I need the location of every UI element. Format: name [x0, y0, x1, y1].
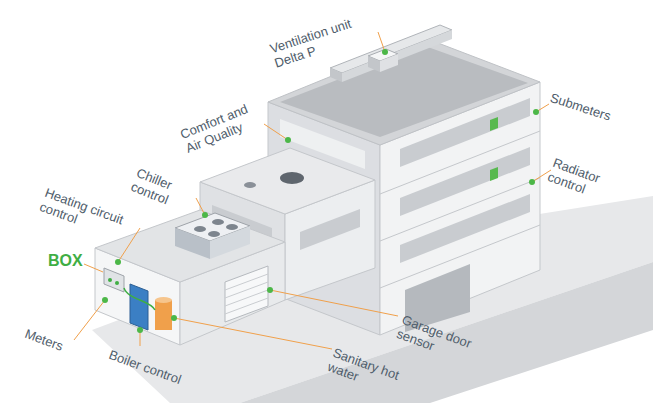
- leader-line: [270, 290, 398, 316]
- chiller-unit: [208, 231, 220, 237]
- sensor-dot: [382, 49, 388, 55]
- sensor-dot: [285, 137, 291, 143]
- sensor-dot: [529, 179, 535, 185]
- rooftop-ventilation: [380, 54, 398, 72]
- sensor-dot: [202, 212, 208, 218]
- callout-label: Ventilation unit Delta P: [268, 7, 384, 70]
- callout-label: Garage door sensor: [395, 312, 492, 372]
- rooftop-ventilation: [342, 30, 452, 82]
- callout-label: Boiler control: [107, 347, 183, 387]
- callout-label: Radiator control: [546, 155, 616, 205]
- sensor-dot: [533, 109, 539, 115]
- low-wing: [225, 274, 268, 290]
- plant-room: [104, 268, 124, 292]
- low-wing: [95, 210, 285, 345]
- leader-line: [264, 124, 288, 140]
- low-wing: [225, 266, 268, 322]
- leader-line: [84, 264, 103, 272]
- plant-room: [124, 288, 155, 310]
- low-wing: [225, 298, 268, 314]
- tower: [490, 117, 498, 131]
- rooftop-ventilation: [330, 68, 342, 82]
- leader-line: [174, 318, 332, 349]
- sensor-dot: [267, 287, 273, 293]
- tower: [400, 194, 530, 263]
- middle-wing: [280, 172, 304, 184]
- sensor-dot: [102, 49, 539, 333]
- leader-line: [378, 32, 385, 52]
- tower: [490, 167, 498, 181]
- callout-label: Comfort and Air Quality: [178, 96, 269, 156]
- callout-label: Submeters: [548, 90, 612, 124]
- callout-label: Heating circuit control: [38, 185, 146, 249]
- low-wing: [225, 290, 268, 306]
- chiller-unit: [194, 226, 206, 232]
- sensor-dot: [137, 327, 143, 333]
- callout-label: Meters: [23, 326, 65, 354]
- plant-room: [130, 284, 148, 330]
- chiller-unit: [175, 228, 210, 259]
- rooftop-ventilation: [368, 56, 380, 72]
- chiller-unit: [226, 224, 238, 230]
- callout-label: Sanitary hot water: [326, 345, 402, 397]
- tower: [280, 46, 528, 137]
- middle-wing: [244, 182, 256, 188]
- plant-room: [104, 268, 172, 330]
- sensor-dot: [102, 297, 108, 303]
- plant-room: [155, 300, 172, 330]
- chiller-unit: [175, 213, 250, 259]
- chiller-unit: [212, 219, 224, 225]
- sensor-dot: [115, 259, 121, 265]
- box-label: BOX: [48, 252, 83, 270]
- middle-wing: [200, 148, 375, 214]
- callout-label: Chiller control: [129, 165, 194, 215]
- leader-line: [74, 300, 105, 340]
- leader-line: [118, 228, 140, 262]
- plant-room: [108, 278, 112, 282]
- chiller-unit: [210, 226, 250, 259]
- middle-wing: [300, 209, 360, 250]
- sensor-dot: [171, 315, 177, 321]
- plant-room: [155, 297, 172, 303]
- plant-room: [115, 281, 119, 285]
- leader-line: [74, 32, 551, 349]
- low-wing: [225, 282, 268, 298]
